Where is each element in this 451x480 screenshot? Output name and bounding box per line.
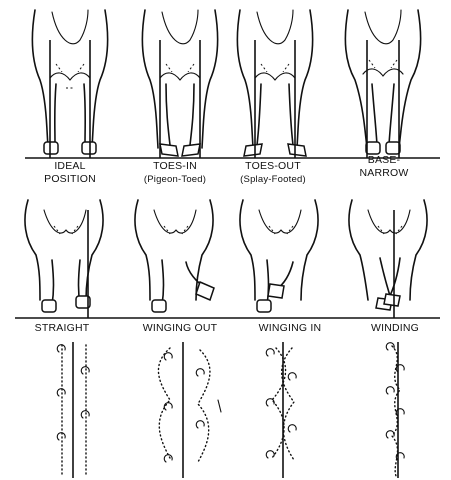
figure-ideal-position — [32, 10, 107, 158]
track-winging-out — [158, 342, 221, 478]
label-toes-in-line1: TOES-IN — [153, 160, 197, 172]
label-toes-out-line1: TOES-OUT — [245, 160, 301, 172]
label-ideal-line1: IDEAL — [54, 160, 85, 172]
label-toes-out-line2: (Splay-Footed) — [240, 174, 306, 185]
track-winding — [386, 342, 404, 478]
figure-winging-out — [135, 200, 214, 312]
label-winding: WINDING — [371, 322, 419, 334]
figure-toes-out — [237, 10, 312, 158]
label-straight: STRAIGHT — [35, 322, 90, 334]
label-toes-in-line2: (Pigeon-Toed) — [144, 174, 206, 185]
track-straight — [57, 342, 89, 478]
figure-toes-in — [142, 10, 217, 158]
label-winging-out: WINGING OUT — [143, 322, 218, 334]
label-base-narrow-line2: NARROW — [359, 167, 408, 179]
figure-winging-in — [240, 200, 318, 312]
label-base-narrow-line1: BASE- — [368, 154, 401, 166]
label-winging-in: WINGING IN — [259, 322, 322, 334]
figure-straight — [25, 200, 103, 318]
label-ideal-line2: POSITION — [44, 173, 96, 185]
track-winging-in — [266, 342, 296, 478]
figure-base-narrow — [345, 10, 420, 158]
figure-winding — [349, 200, 427, 318]
